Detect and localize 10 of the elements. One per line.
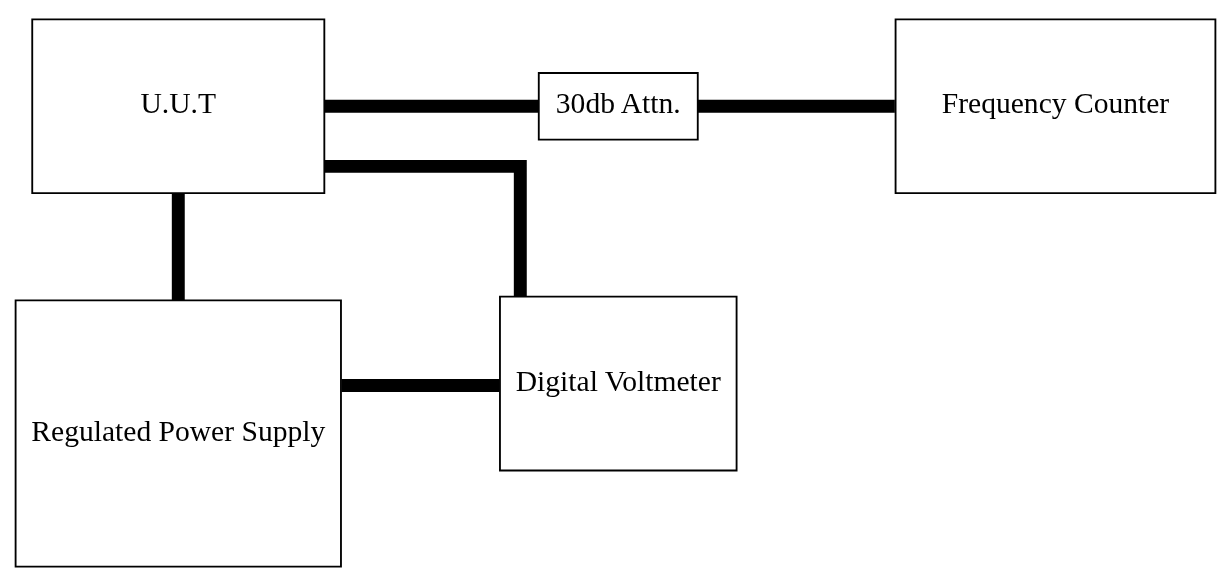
- connector: [171, 193, 185, 300]
- node-box: Frequency Counter: [894, 17, 1217, 194]
- connector: [697, 99, 895, 113]
- node-box: Regulated Power Supply: [14, 298, 342, 568]
- connector: [341, 378, 500, 392]
- connector: [324, 99, 539, 113]
- connector: [324, 159, 527, 296]
- node-box: 30db Attn.: [537, 71, 699, 140]
- node-box: Digital Voltmeter: [499, 295, 738, 471]
- node-box: U.U.T: [31, 17, 326, 194]
